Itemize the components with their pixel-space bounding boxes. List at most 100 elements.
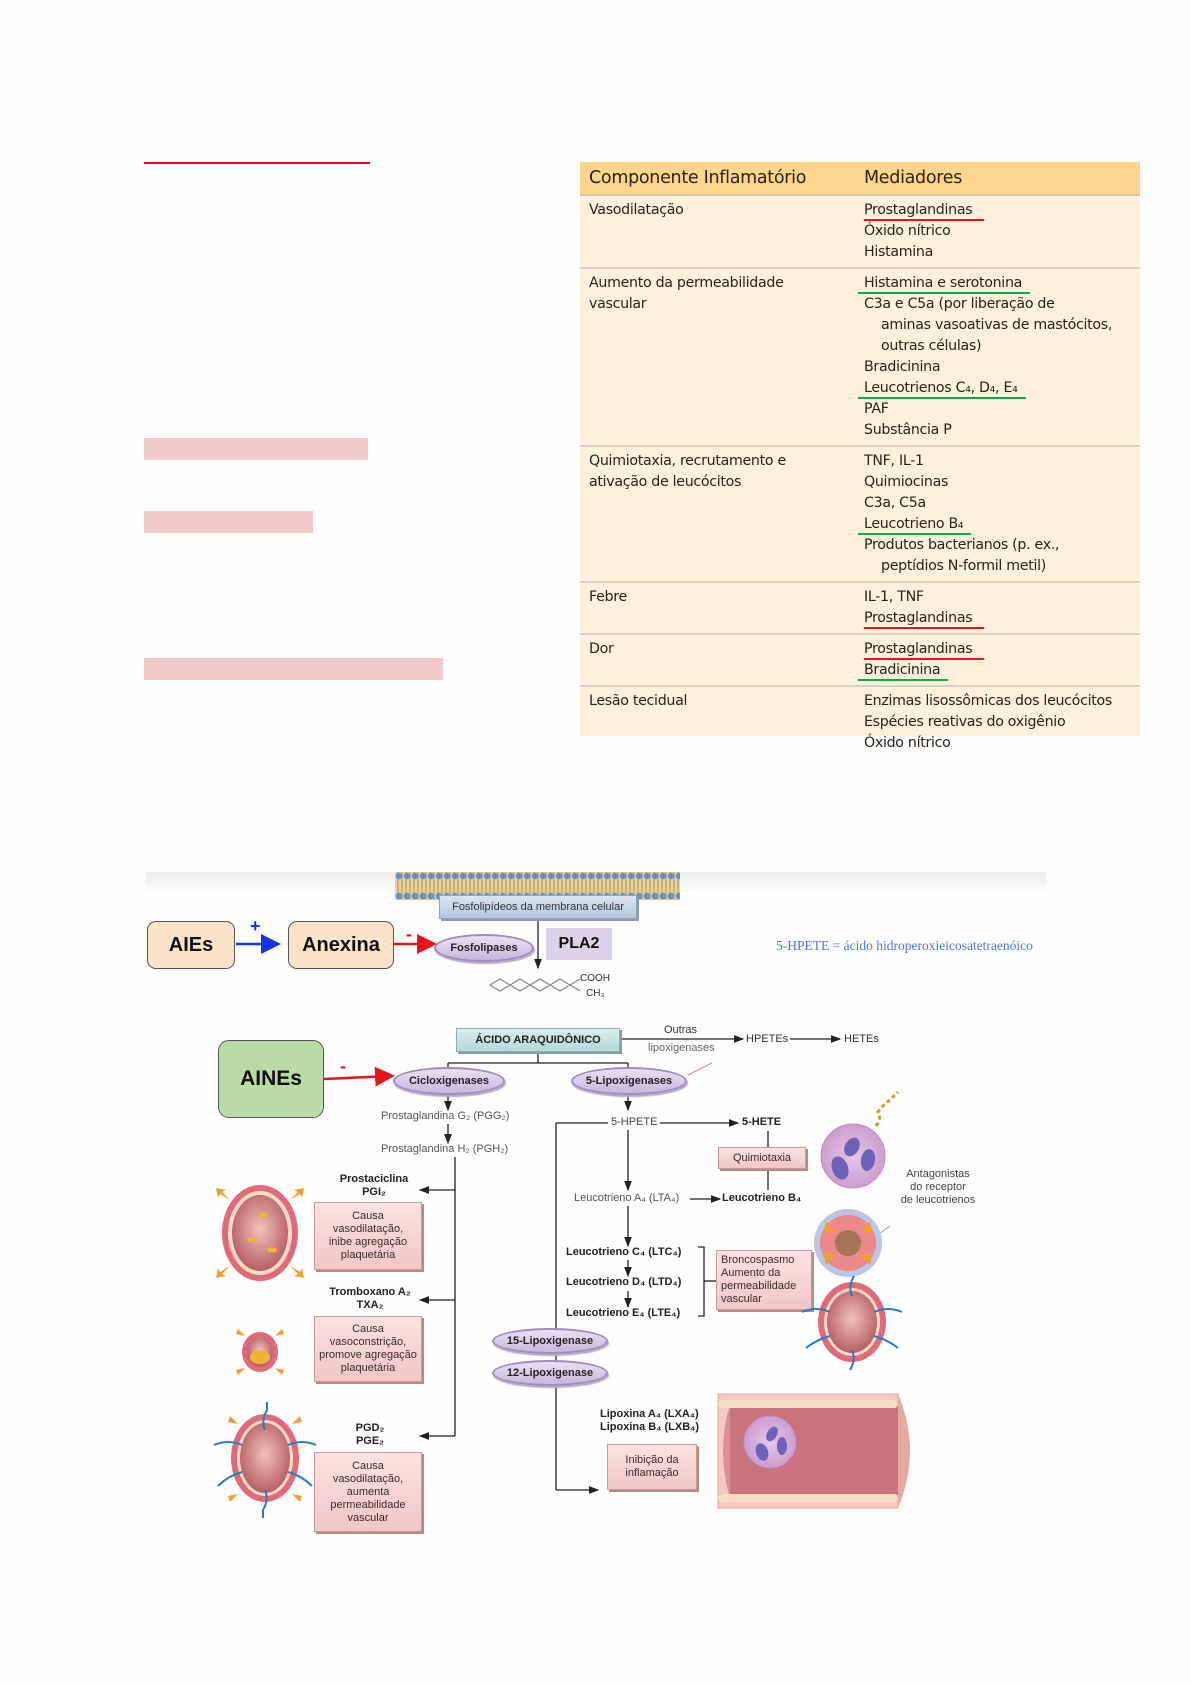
plus-sign: + <box>250 916 261 936</box>
box-line: Aumento da <box>721 1267 781 1279</box>
mediator-item: aminas vasoativas de mastócitos, <box>881 317 1113 333</box>
highlight-bar <box>144 511 313 533</box>
mediator-item: Leucotrieno B₄ <box>858 514 1140 535</box>
box-line: permeabilidade <box>721 1280 797 1292</box>
txa2-label: TXA₂ <box>356 1299 384 1311</box>
anexina-box: Anexina <box>288 921 394 969</box>
mediator-item: C3a e C5a (por liberação de <box>864 296 1055 312</box>
mediator-item: Leucotrienos C₄, D₄, E₄ <box>858 378 1140 399</box>
lipoxigenases-label: lipoxigenases <box>648 1042 715 1054</box>
cooh-label: COOH <box>580 973 610 984</box>
box-line: Broncospasmo <box>721 1254 795 1266</box>
cicloxigenases-enzyme: Cicloxigenases <box>393 1067 505 1095</box>
box-line: plaquetária <box>340 1362 396 1374</box>
ltb4-label: Leucotrieno B₄ <box>722 1192 802 1204</box>
prostaciclina-label: Prostaciclina <box>339 1173 409 1185</box>
quimiotaxia-box: Quimiotaxia <box>718 1147 806 1169</box>
pgh2-label: Prostaglandina H₂ (PGH₂) <box>381 1143 509 1155</box>
arachidonic-acid-structure-icon <box>489 978 581 992</box>
box-line: vascular <box>347 1511 389 1524</box>
ltd4-label: Leucotrieno D₄ (LTD₄) <box>566 1276 682 1288</box>
component-cell: Dor <box>580 639 864 681</box>
arachidonic-acid-box: ÁCIDO ARAQUIDÔNICO <box>456 1028 620 1052</box>
mediator-item: Óxido nítrico <box>864 735 951 751</box>
highlight-bar <box>144 658 443 680</box>
pge2-label: PGE₂ <box>355 1435 385 1447</box>
component-cell: Lesão tecidual <box>580 691 864 754</box>
title-underline <box>144 162 370 164</box>
mediator-item: Prostaglandinas <box>864 608 1140 629</box>
mediator-item: TNF, IL-1 <box>864 453 924 469</box>
table-row: Lesão tecidual Enzimas lisossômicas dos l… <box>580 687 1140 758</box>
mediator-item: Prostaglandinas <box>864 639 1140 660</box>
mediator-item: Espécies reativas do oxigênio <box>864 714 1066 730</box>
15-lipoxigenase-enzyme: 15-Lipoxigenase <box>492 1328 608 1354</box>
box-line: Causa <box>352 1323 384 1335</box>
box-line: promove agregação <box>319 1349 417 1361</box>
outras-label: Outras <box>664 1024 698 1036</box>
box-line: permeabilidade <box>330 1498 406 1511</box>
mediator-item: outras células) <box>881 338 982 354</box>
box-line: do receptor <box>910 1181 966 1193</box>
component-cell: Febre <box>580 587 864 629</box>
mediator-item: Produtos bacterianos (p. ex., <box>864 537 1060 553</box>
ch3-label: CH₃ <box>586 988 605 999</box>
highlight-bar <box>144 438 368 460</box>
aines-box: AINEs <box>218 1040 324 1118</box>
box-line: inibe agregação <box>328 1236 408 1248</box>
mediator-item: IL-1, TNF <box>864 589 924 605</box>
5-lipoxigenases-enzyme: 5-Lipoxigenases <box>571 1067 687 1095</box>
mediator-item: C3a, C5a <box>864 495 926 511</box>
12-lipoxigenase-enzyme: 12-Lipoxigenase <box>492 1360 608 1386</box>
component-text: Vasodilatação <box>589 202 684 218</box>
fosfolipases-enzyme: Fosfolipases <box>434 934 534 962</box>
pgi2-label: PGI₂ <box>362 1186 386 1198</box>
aies-box: AIEs <box>147 921 235 969</box>
mediator-item: peptídios N-formil metil) <box>881 558 1047 574</box>
hpetes-label: HPETEs <box>746 1033 789 1045</box>
component-text: Lesão tecidual <box>589 693 688 709</box>
mediator-item: Óxido nítrico <box>864 223 951 239</box>
component-text: Quimiotaxia, recrutamento e <box>589 453 786 469</box>
box-line: inflamação <box>625 1467 679 1479</box>
minus-sign: - <box>406 924 412 944</box>
component-cell: Vasodilatação <box>580 200 864 263</box>
mediator-item: Bradicinina <box>858 660 1140 681</box>
component-text: ativação de leucócitos <box>589 474 742 490</box>
mediator-item: Enzimas lisossômicas dos leucócitos <box>864 693 1112 709</box>
component-text: Aumento da permeabilidade <box>589 275 784 291</box>
header-component: Componente Inflamatório <box>589 168 807 188</box>
mediator-item: Prostaglandinas <box>864 200 1140 221</box>
membrane-phospholipids-box: Fosfolipídeos da membrana celular <box>439 895 637 919</box>
box-line: Antagonistas <box>906 1168 970 1180</box>
5-hpete-label: 5-HPETE <box>608 1116 661 1128</box>
5-hete-label: 5-HETE <box>742 1116 782 1128</box>
pointer-line <box>687 1062 713 1076</box>
mediator-item: Bradicinina <box>864 359 941 375</box>
ltc4-label: Leucotrieno C₄ (LTC₄) <box>566 1246 682 1258</box>
hetes-label: HETEs <box>844 1033 879 1045</box>
lta4-label: Leucotrieno A₄ (LTA₄) <box>574 1192 680 1204</box>
box-line: Inibição da <box>625 1454 679 1466</box>
box-line: vasodilatação, <box>332 1223 404 1235</box>
mediator-item: Histamina e serotonina <box>858 273 1140 294</box>
table-header: Componente Inflamatório Mediadores <box>580 162 1140 196</box>
box-line: plaquetária <box>340 1249 396 1261</box>
tromboxano-label: Tromboxano A₂ <box>329 1286 411 1298</box>
lxa4-label: Lipoxina A₄ (LXA₄) <box>600 1408 699 1420</box>
lxb4-label: Lipoxina B₄ (LXB₄) <box>600 1421 700 1433</box>
table-row: Quimiotaxia, recrutamento e ativação de l… <box>580 447 1140 583</box>
box-line: aumenta <box>346 1485 390 1498</box>
